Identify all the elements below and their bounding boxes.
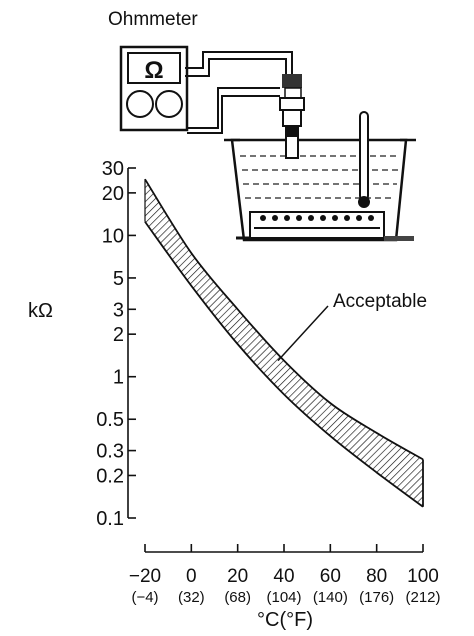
x-tick-label: 100 (407, 566, 439, 587)
x-tick-sublabel: (176) (359, 589, 394, 606)
y-tick-label: 0.3 (96, 441, 124, 463)
water-bath (224, 138, 416, 242)
meter-knob-left-icon (126, 90, 154, 118)
acceptable-band-area (145, 179, 423, 507)
x-tick-sublabel: (68) (224, 589, 251, 606)
y-tick-label: 2 (113, 324, 124, 346)
y-tick-label: 0.1 (96, 508, 124, 530)
x-tick-label: 80 (366, 566, 387, 587)
y-axis-title: kΩ (28, 300, 53, 322)
annotation-leader-line (277, 305, 329, 362)
x-tick-label: 60 (320, 566, 341, 587)
x-tick-sublabel: (32) (178, 589, 205, 606)
ohmmeter-illustration: Ohmmeter Ω (108, 9, 416, 242)
y-tick-label: 3 (113, 299, 124, 321)
resistance-chart: 30 20 10 5 3 2 1 0.5 0.30.2 0.1 −20 (−4) 0 (32) 20 (68… (28, 158, 441, 631)
x-tick-label: −20 (129, 566, 161, 587)
thermistor-sensor (279, 74, 305, 159)
ohmmeter-label: Ohmmeter (108, 9, 198, 30)
ohmmeter-device: Ω (119, 45, 189, 132)
x-tick-sublabel: (104) (266, 589, 301, 606)
y-tick-label: 0.2 (96, 465, 124, 487)
y-tick-label: 20 (102, 183, 124, 205)
y-tick-label: 0.5 (96, 409, 124, 431)
thermometer-icon (358, 111, 370, 208)
meter-knob-right-icon (155, 90, 183, 118)
band-lower-curve (144, 221, 424, 508)
x-tick-sublabel: (−4) (131, 589, 158, 606)
x-axis-title: °C(°F) (257, 609, 313, 631)
acceptable-band-layer (144, 178, 424, 508)
ohm-symbol-icon: Ω (144, 57, 163, 84)
x-tick-sublabel: (212) (405, 589, 440, 606)
x-tick-sublabel: (140) (313, 589, 348, 606)
y-tick-label: 5 (113, 268, 124, 290)
test-leads (185, 51, 293, 134)
x-tick-label: 40 (273, 566, 294, 587)
y-tick-label: 1 (113, 367, 124, 389)
y-tick-label: 30 (102, 158, 124, 180)
annotation-label: Acceptable (333, 291, 427, 312)
x-tick-label: 0 (186, 566, 197, 587)
y-axis: 30 20 10 5 3 2 1 0.5 0.30.2 0.1 (96, 158, 136, 530)
annotation-layer: Acceptable (277, 291, 427, 362)
band-upper-curve (144, 178, 424, 461)
x-tick-label: 20 (227, 566, 248, 587)
x-axis: −20 (−4) 0 (32) 20 (68) 40 (104) 60 (140) 80 (176) 1… (129, 544, 441, 606)
y-tick-label: 10 (102, 225, 124, 247)
